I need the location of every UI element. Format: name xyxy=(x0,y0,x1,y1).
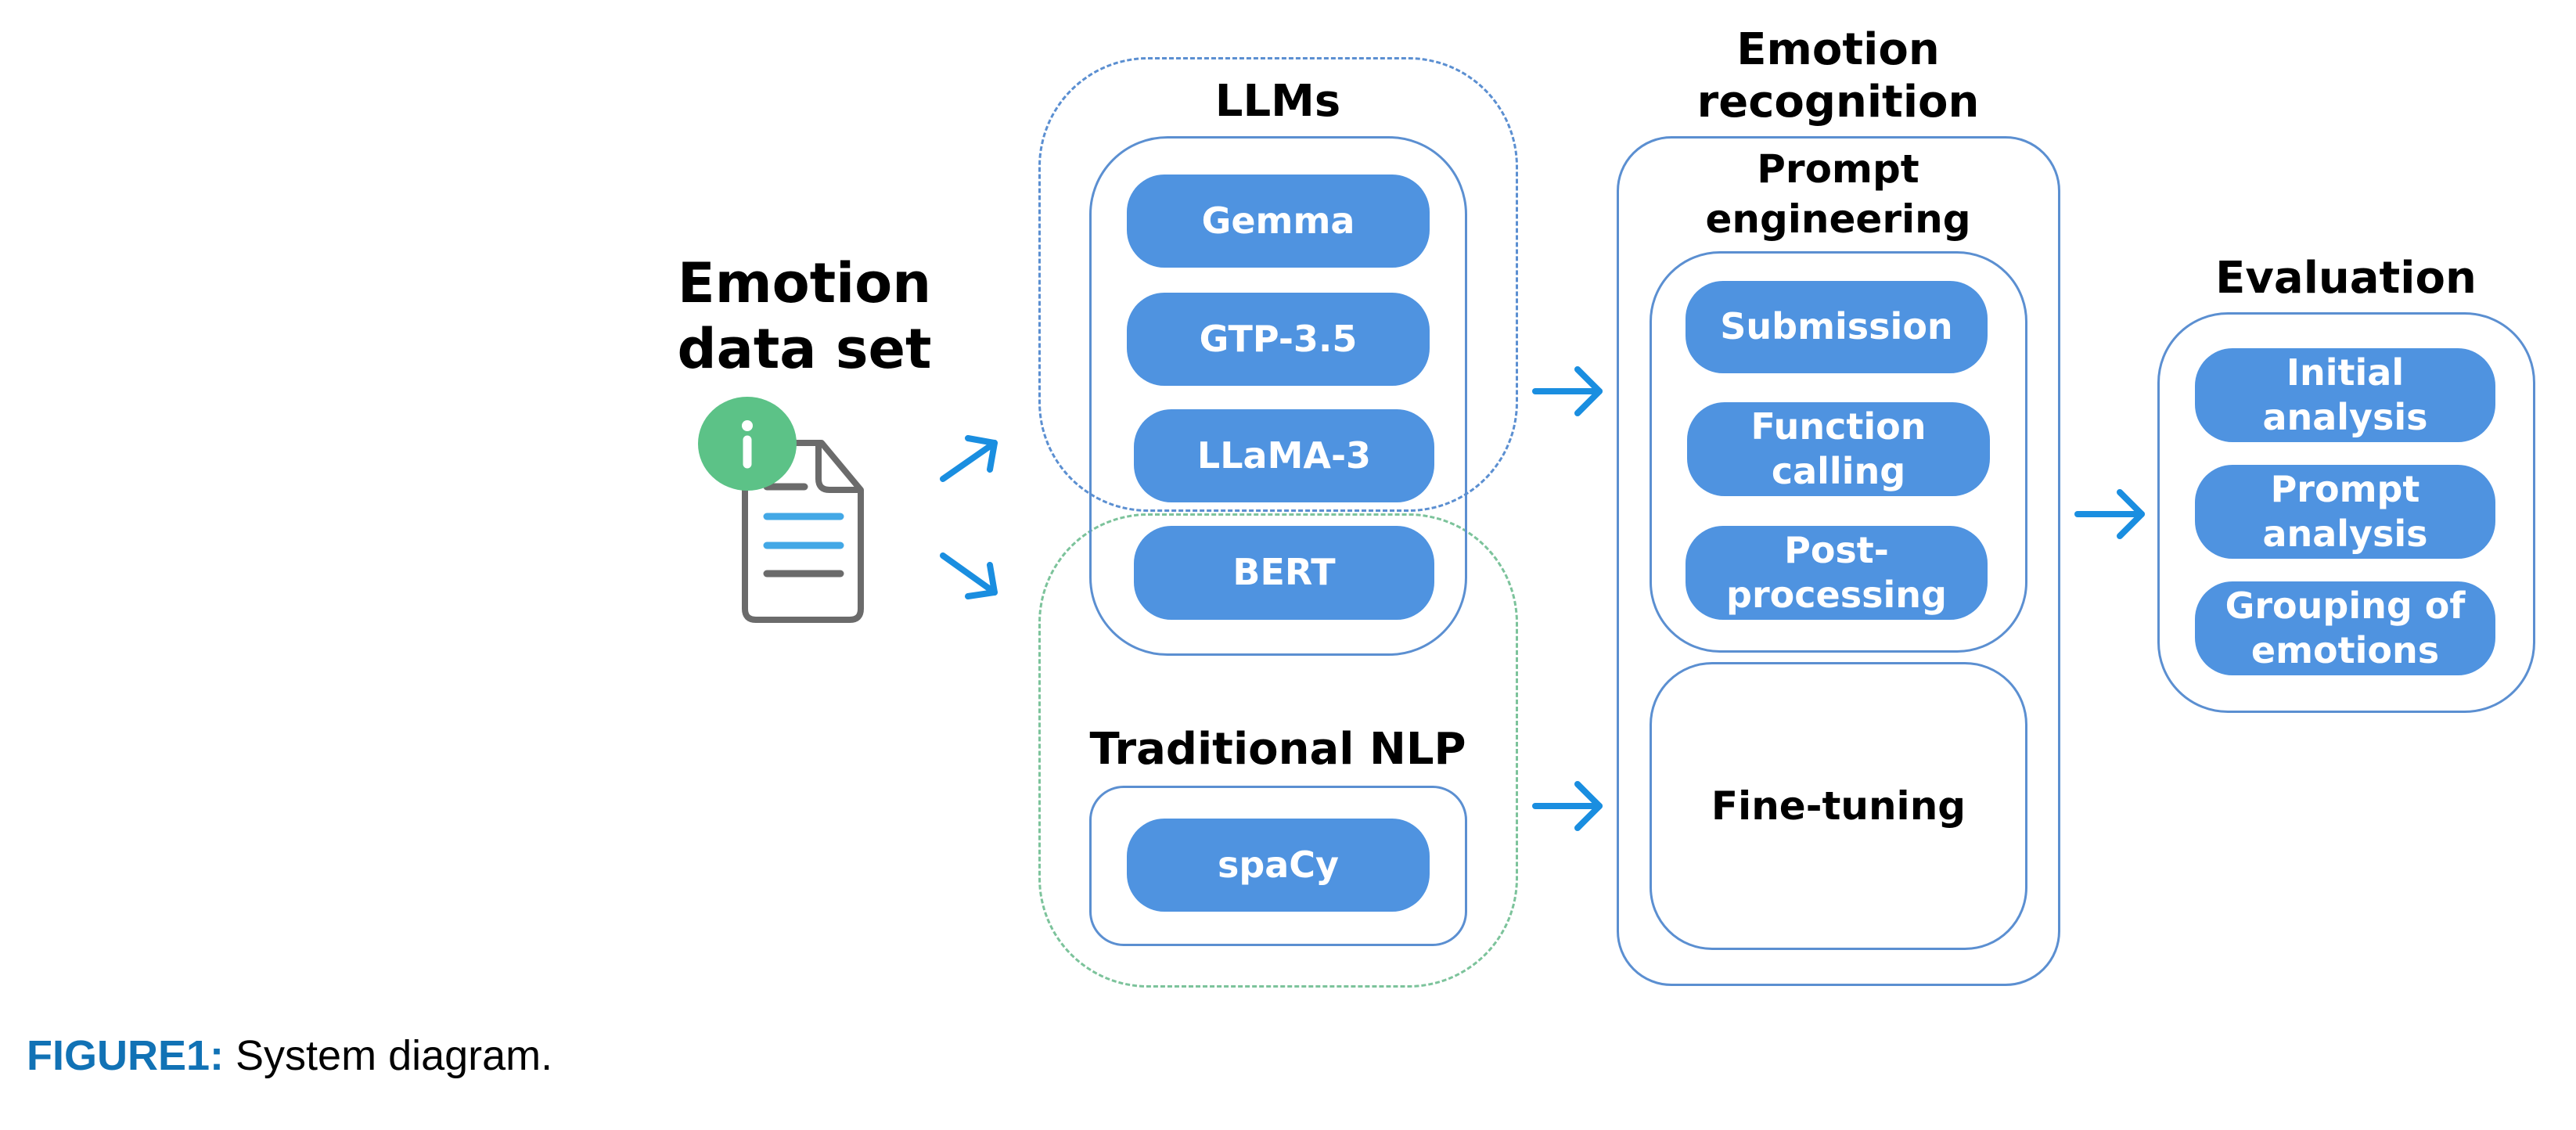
evaluation-frame xyxy=(2157,312,2535,713)
info-badge-icon xyxy=(698,397,797,491)
prompt-engineering-title-line2: engineering xyxy=(1705,196,1971,242)
step-post-processing-line1: Post- xyxy=(1784,528,1889,571)
traditional-nlp-title: Traditional NLP xyxy=(1089,724,1466,775)
figure-caption-label: FIGURE1: xyxy=(27,1032,225,1079)
model-bert[interactable]: BERT xyxy=(1134,526,1434,620)
llms-group xyxy=(1038,57,1518,512)
eval-prompt-analysis-line2: analysis xyxy=(2262,513,2428,555)
step-post-processing-line2: processing xyxy=(1726,574,1947,616)
fine-tuning-frame[interactable]: Fine-tuning xyxy=(1650,662,2027,950)
emotion-recognition-title-line1: Emotion xyxy=(1736,24,1940,75)
eval-grouping-line1: Grouping of xyxy=(2225,584,2466,627)
llms-title: LLMs xyxy=(1214,76,1341,127)
eval-grouping-line2: emotions xyxy=(2250,629,2440,671)
step-function-calling[interactable]: Function calling xyxy=(1687,402,1990,496)
traditional-nlp-group xyxy=(1038,513,1518,988)
step-function-calling-line2: calling xyxy=(1771,450,1906,492)
fine-tuning-label: Fine-tuning xyxy=(1711,783,1966,829)
eval-grouping-of-emotions[interactable]: Grouping of emotions xyxy=(2195,581,2495,675)
step-post-processing[interactable]: Post- processing xyxy=(1686,526,1988,620)
model-llama-3[interactable]: LLaMA-3 xyxy=(1134,409,1434,502)
prompt-engineering-title-line1: Prompt xyxy=(1757,146,1919,192)
llms-frame xyxy=(1089,136,1467,656)
emotion-recognition-title: Emotion recognition xyxy=(1682,23,1995,128)
step-submission[interactable]: Submission xyxy=(1686,281,1988,373)
eval-initial-analysis-line1: Initial xyxy=(2286,351,2405,394)
prompt-engineering-title: Prompt engineering xyxy=(1682,144,1995,244)
emotion-recognition-frame xyxy=(1617,136,2060,986)
eval-prompt-analysis[interactable]: Prompt analysis xyxy=(2195,465,2495,559)
evaluation-title: Evaluation xyxy=(2215,253,2477,304)
eval-prompt-analysis-line1: Prompt xyxy=(2270,467,2420,510)
dataset-title-line2: data set xyxy=(677,317,932,381)
dataset-title-line1: Emotion xyxy=(677,251,932,315)
arrow-to-nlp-icon xyxy=(940,552,998,599)
dataset-title: Emotion data set xyxy=(671,250,937,382)
arrow-llms-to-recognition-icon xyxy=(1532,366,1603,416)
model-gemma[interactable]: Gemma xyxy=(1127,175,1430,268)
arrow-to-llms-icon xyxy=(940,435,998,482)
arrow-nlp-to-recognition-icon xyxy=(1532,781,1603,831)
step-function-calling-line1: Function xyxy=(1750,405,1927,448)
figure-caption: FIGURE1: System diagram. xyxy=(27,1031,552,1080)
figure-caption-text: System diagram. xyxy=(224,1032,553,1079)
traditional-nlp-frame xyxy=(1089,786,1467,946)
model-gpt-3-5[interactable]: GTP-3.5 xyxy=(1127,293,1430,386)
step-submission-label: Submission xyxy=(1720,305,1953,348)
prompt-engineering-frame xyxy=(1650,251,2027,653)
eval-initial-analysis-line2: analysis xyxy=(2262,396,2428,438)
eval-initial-analysis[interactable]: Initial analysis xyxy=(2195,348,2495,442)
emotion-recognition-title-line2: recognition xyxy=(1696,77,1980,128)
model-spacy[interactable]: spaCy xyxy=(1127,819,1430,912)
arrow-recognition-to-evaluation-icon xyxy=(2074,489,2145,539)
